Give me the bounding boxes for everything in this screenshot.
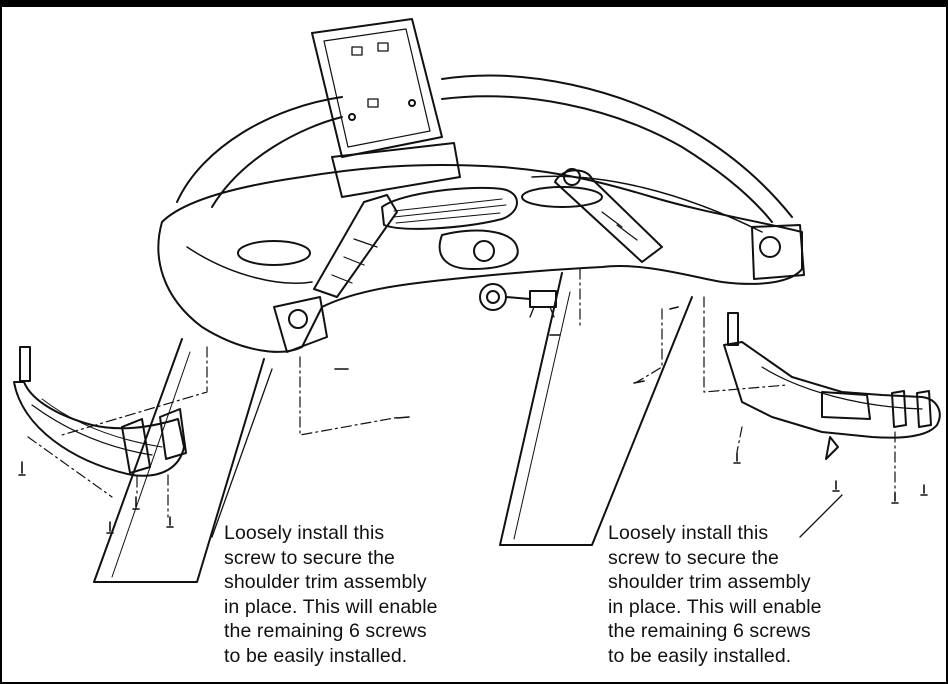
console-panel <box>237 186 603 270</box>
alignment-lines <box>27 268 896 518</box>
upright-legs <box>93 272 693 583</box>
console-mounts <box>273 224 805 353</box>
console-body <box>157 74 803 353</box>
display-bracket <box>311 18 461 198</box>
callout-text-left: Loosely install this screw to secure the… <box>224 522 438 667</box>
handles <box>313 168 663 298</box>
left-shoulder-trim <box>13 346 187 477</box>
assembly-drawing <box>13 18 941 583</box>
screws <box>18 306 928 534</box>
callout-text-right: Loosely install this screw to secure the… <box>608 522 822 667</box>
callout-leaders <box>211 368 843 538</box>
knob-connector <box>479 283 557 318</box>
right-shoulder-trim <box>723 312 941 460</box>
